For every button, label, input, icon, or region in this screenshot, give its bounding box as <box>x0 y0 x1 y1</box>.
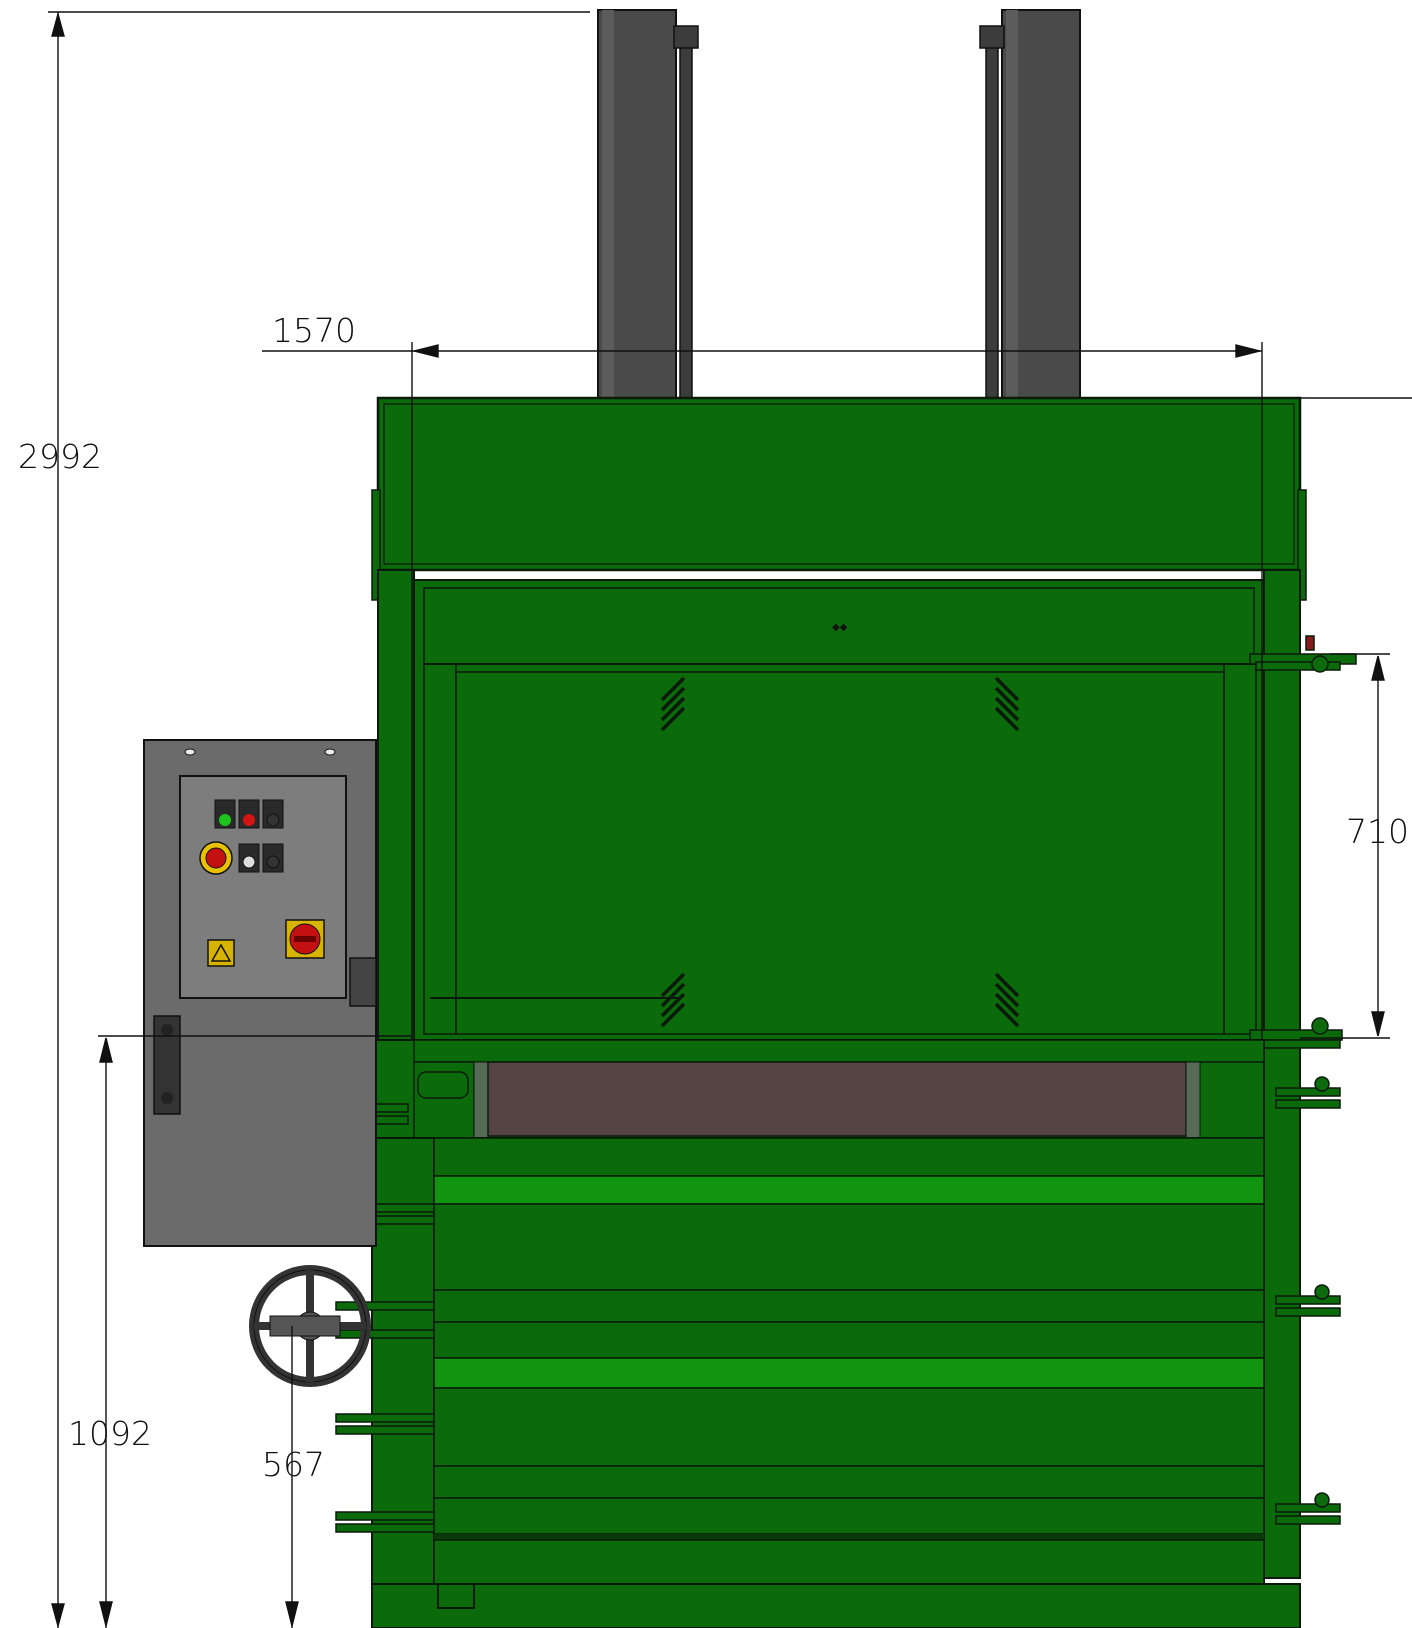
dimension-lines <box>48 11 1412 1628</box>
bale-chamber-top <box>369 1039 1265 1139</box>
right-cylinder <box>979 9 1081 401</box>
warning-sign-icon <box>207 939 235 967</box>
left-post <box>377 569 415 1041</box>
strap-hook-right <box>1275 1076 1341 1525</box>
main-switch-icon[interactable] <box>285 919 325 959</box>
lower-chamber <box>371 1137 1301 1628</box>
top-width-label: 1570 <box>272 311 356 350</box>
off-lamp[interactable] <box>262 799 284 829</box>
green-lamp[interactable] <box>214 799 236 829</box>
door-bottom-height-label: 1092 <box>68 1414 152 1453</box>
door-hinge <box>1249 635 1357 1049</box>
control-cabinet <box>143 739 377 1247</box>
emergency-stop-icon[interactable] <box>199 841 233 875</box>
handwheel-height-label: 567 <box>262 1445 325 1484</box>
red-lamp[interactable] <box>238 799 260 829</box>
svg-text:◆◆: ◆◆ <box>832 622 848 633</box>
right-post <box>1263 569 1301 1579</box>
handwheel-icon[interactable] <box>249 1265 371 1387</box>
bale-door-window <box>487 1061 1187 1137</box>
selector-switch[interactable] <box>238 843 284 873</box>
upper-door: ◆◆ <box>413 579 1265 1041</box>
left-cylinder <box>597 9 699 401</box>
top-press-box <box>371 396 1307 601</box>
door-height-label: 710 <box>1346 812 1409 851</box>
hatch-mark <box>660 676 1020 1028</box>
overall-height-label: 2992 <box>18 437 102 476</box>
